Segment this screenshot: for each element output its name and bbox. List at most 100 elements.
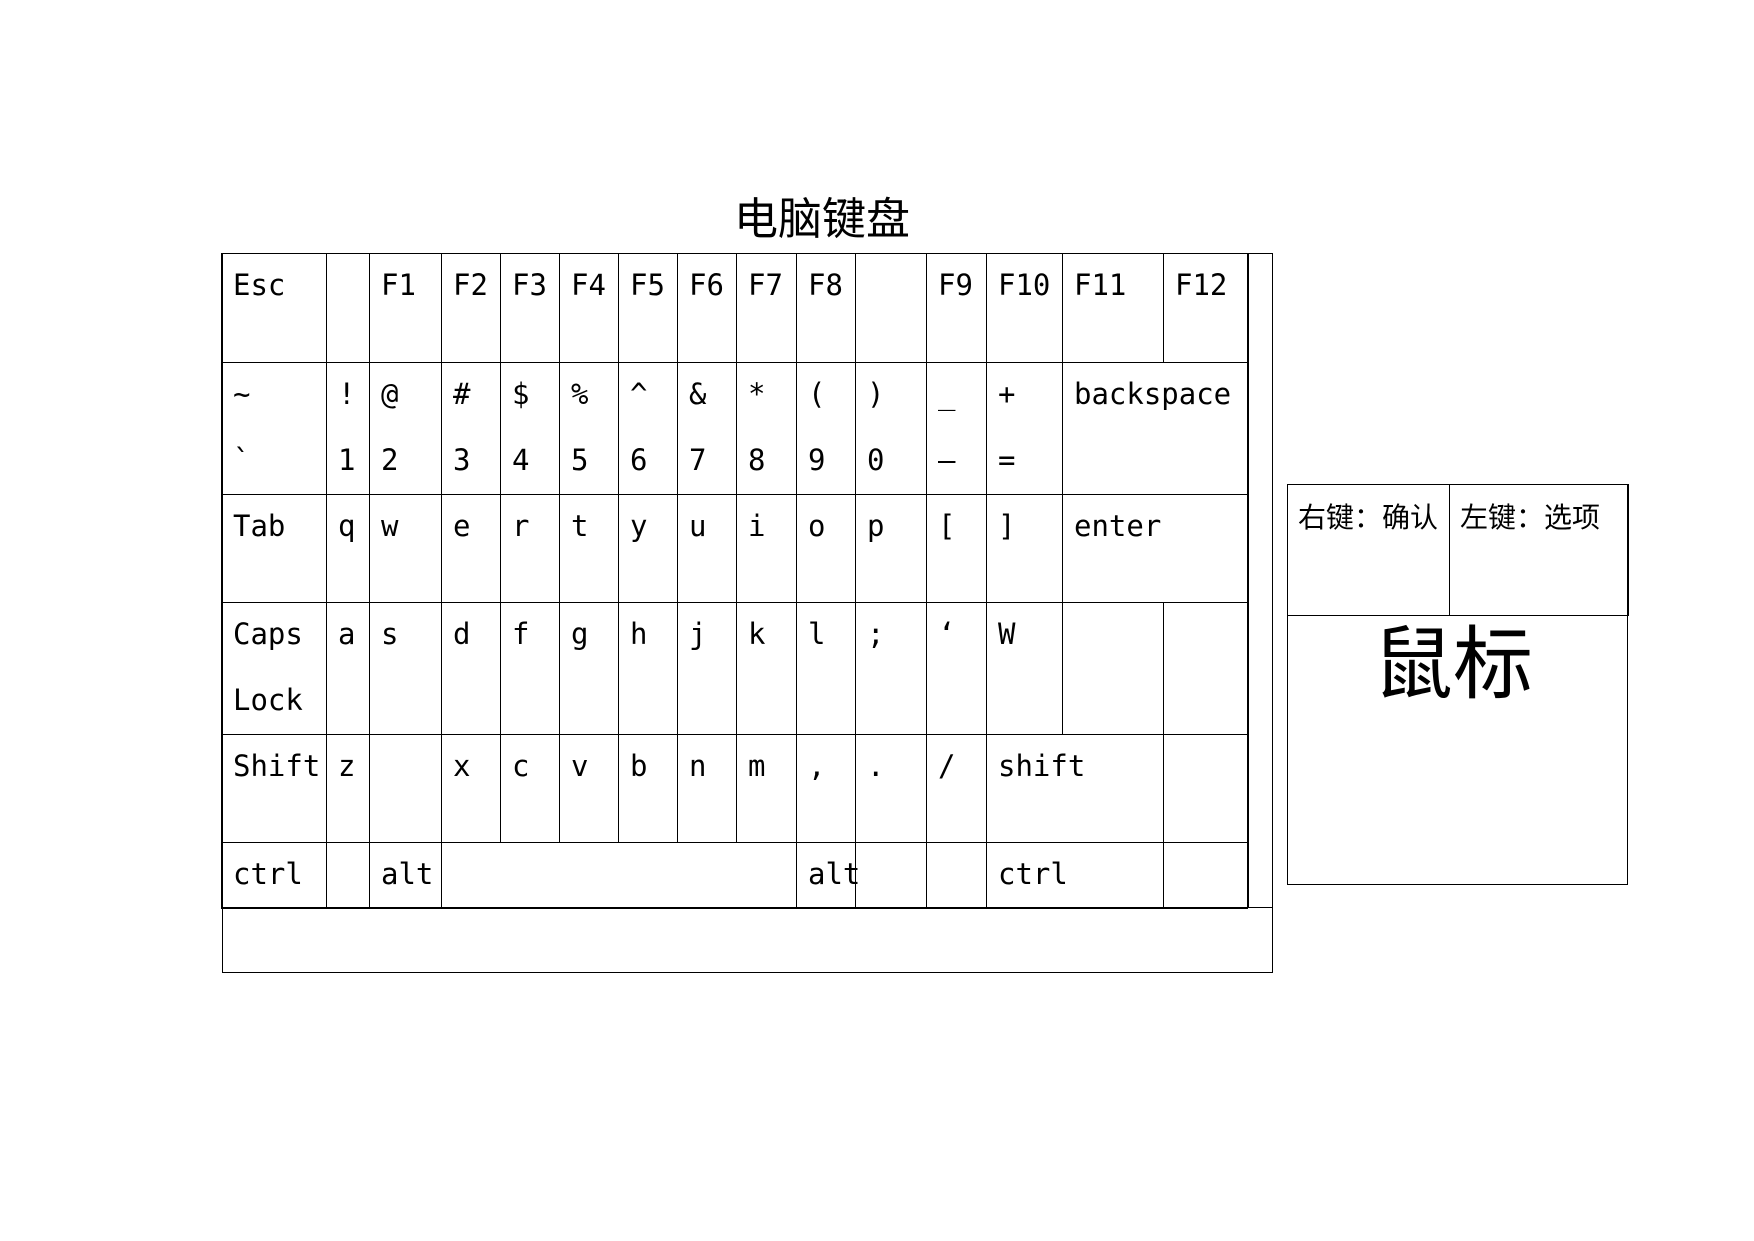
key-f[interactable]: f [500,602,560,735]
key-e[interactable]: e [441,494,501,603]
key-label: z [338,749,356,783]
key-label: ` [233,443,251,477]
key-label: ) [867,377,885,411]
key-9[interactable]: (9 [796,362,856,495]
key-f10[interactable]: F10 [986,253,1063,363]
key-5[interactable]: %5 [559,362,619,495]
key-enter[interactable]: enter [1062,494,1248,603]
key-s[interactable]: s [369,602,442,735]
key-w[interactable]: w [369,494,442,603]
key-r[interactable]: r [500,494,560,603]
key-blank-r6c[interactable] [926,842,987,909]
key-y[interactable]: y [618,494,678,603]
key-v[interactable]: v [559,734,619,843]
key-label: i [748,509,766,543]
key-shift-right[interactable]: shift [986,734,1164,843]
key-blank-r4b[interactable] [1163,602,1248,735]
key-j[interactable]: j [677,602,737,735]
key-alt-left[interactable]: alt [369,842,442,909]
key-p[interactable]: p [855,494,927,603]
key-backspace[interactable]: backspace [1062,362,1248,495]
key-f8[interactable]: F8 [796,253,856,363]
key-label: Lock [233,683,303,717]
key-label: F9 [938,268,973,302]
key-label: & [689,377,707,411]
key-blank-r6b[interactable] [855,842,927,909]
key-equal[interactable]: += [986,362,1063,495]
key-f9[interactable]: F9 [926,253,987,363]
key-blank-r6d[interactable] [1163,842,1248,909]
key-space[interactable] [441,842,797,909]
key-label: p [867,509,885,543]
key-blank-r4a[interactable] [1062,602,1164,735]
key-ctrl-left[interactable]: ctrl [221,842,327,909]
key-label: 0 [867,443,885,477]
key-f7[interactable]: F7 [736,253,797,363]
key-f3[interactable]: F3 [500,253,560,363]
key-f4[interactable]: F4 [559,253,619,363]
key-blank-r5b[interactable] [1163,734,1248,843]
key-f6[interactable]: F6 [677,253,737,363]
key-label: backspace [1074,377,1232,411]
key-label: F7 [748,268,783,302]
key-shift-left[interactable]: Shift [221,734,327,843]
key-label: . [867,749,885,783]
key-label: e [453,509,471,543]
key-3[interactable]: #3 [441,362,501,495]
key-label: 5 [571,443,589,477]
key-1[interactable]: !1 [326,362,370,495]
key-ctrl-right[interactable]: ctrl [986,842,1164,909]
key-minus[interactable]: _– [926,362,987,495]
key-period[interactable]: . [855,734,927,843]
key-tilde[interactable]: ~` [221,362,327,495]
key-blank-r1b[interactable] [855,253,927,363]
key-4[interactable]: $4 [500,362,560,495]
key-comma[interactable]: , [796,734,856,843]
key-f5[interactable]: F5 [618,253,678,363]
key-a[interactable]: a [326,602,370,735]
key-esc[interactable]: Esc [221,253,327,363]
key-quote[interactable]: ‘ [926,602,987,735]
key-c[interactable]: c [500,734,560,843]
key-k[interactable]: k [736,602,797,735]
key-q[interactable]: q [326,494,370,603]
key-rbracket[interactable]: ] [986,494,1063,603]
key-m[interactable]: m [736,734,797,843]
key-n[interactable]: n [677,734,737,843]
key-slash[interactable]: / [926,734,987,843]
key-alt-right[interactable]: alt [796,842,860,909]
key-0[interactable]: )0 [855,362,927,495]
key-f2[interactable]: F2 [441,253,501,363]
key-d[interactable]: d [441,602,501,735]
key-z[interactable]: z [326,734,370,843]
key-l[interactable]: l [796,602,856,735]
key-h[interactable]: h [618,602,678,735]
key-blank-r5a[interactable] [369,734,442,843]
key-i[interactable]: i [736,494,797,603]
key-tab[interactable]: Tab [221,494,327,603]
key-f12[interactable]: F12 [1163,253,1248,363]
key-blank-r1a[interactable] [326,253,370,363]
keyboard-right-divider [1248,253,1249,908]
key-2[interactable]: @2 [369,362,442,495]
key-x[interactable]: x [441,734,501,843]
key-label: 6 [630,443,648,477]
keyboard-bottom-divider [222,907,1273,908]
key-b[interactable]: b [618,734,678,843]
key-semicolon[interactable]: ; [855,602,927,735]
key-u[interactable]: u [677,494,737,603]
key-backslash[interactable]: W [986,602,1063,735]
key-7[interactable]: &7 [677,362,737,495]
key-o[interactable]: o [796,494,856,603]
key-f11[interactable]: F11 [1062,253,1164,363]
key-label: $ [512,377,530,411]
key-t[interactable]: t [559,494,619,603]
key-label: + [998,377,1016,411]
key-f1[interactable]: F1 [369,253,442,363]
key-g[interactable]: g [559,602,619,735]
key-8[interactable]: *8 [736,362,797,495]
key-6[interactable]: ^6 [618,362,678,495]
key-lbracket[interactable]: [ [926,494,987,603]
key-blank-r6a[interactable] [326,842,370,909]
